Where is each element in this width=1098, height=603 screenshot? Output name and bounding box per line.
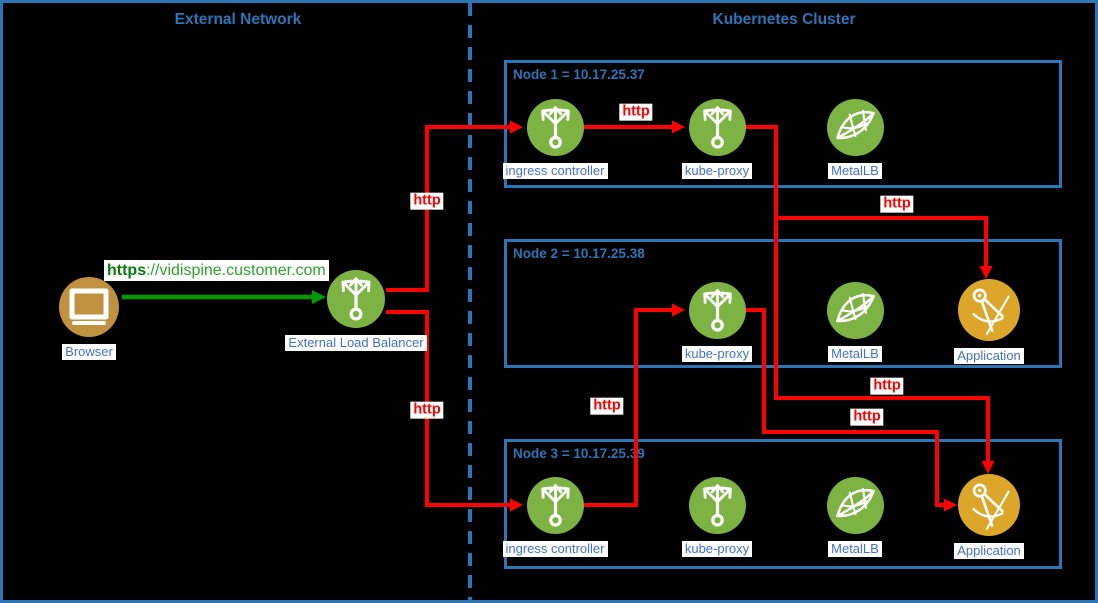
http-label: http <box>850 408 884 426</box>
icon-label: kube-proxy <box>681 541 753 558</box>
edge-ingress3-to-kubeproxy2 <box>584 303 685 507</box>
node2-title: Node 2 = 10.17.25.38 <box>513 246 645 261</box>
node3-application: Application <box>919 474 1059 560</box>
branch-arrow-icon <box>327 270 385 328</box>
icon-label: MetalLB <box>828 163 882 180</box>
node3-kube-proxy: kube-proxy <box>647 477 787 558</box>
node1-ingress-controller: ingress controller <box>485 99 625 180</box>
http-label: http <box>410 401 444 419</box>
http-label: http <box>590 397 624 415</box>
http-label: http <box>880 195 914 213</box>
node2-kube-proxy: kube-proxy <box>647 282 787 363</box>
edge-kubeproxy1-to-app-node3 <box>745 125 995 474</box>
icon-label: ingress controller <box>502 541 608 558</box>
branch-arrow-icon <box>688 99 746 156</box>
elb-label: External Load Balancer <box>285 335 427 352</box>
metallb-net-icon <box>826 99 884 156</box>
url-rest: ://vidispine.customer.com <box>146 262 326 279</box>
edge-kubeproxy2-to-app-node3 <box>745 308 957 512</box>
kubernetes-cluster-region-title: Kubernetes Cluster <box>712 11 856 28</box>
branch-arrow-icon <box>526 99 584 156</box>
branch-arrow-icon <box>688 282 746 339</box>
metallb-net-icon <box>826 477 884 534</box>
node1-metallb: MetalLB <box>785 99 925 180</box>
icon-label: Application <box>954 348 1024 365</box>
icon-label: Application <box>954 543 1024 560</box>
browser-label: Browser <box>62 344 116 361</box>
branch-arrow-icon <box>688 477 746 534</box>
node1-box: Node 1 = 10.17.25.37 <box>504 60 1062 188</box>
monitor-icon <box>59 277 119 337</box>
node2-box: Node 2 = 10.17.25.38 <box>504 239 1062 368</box>
icon-label: kube-proxy <box>681 346 753 363</box>
metallb-net-icon <box>826 282 884 339</box>
node1-kube-proxy: kube-proxy <box>647 99 787 180</box>
node2-application: Application <box>919 279 1059 365</box>
icon-label: MetalLB <box>828 346 882 363</box>
icon-label: ingress controller <box>502 163 608 180</box>
external-network-region-title: External Network <box>174 11 302 28</box>
url-label: https://vidispine.customer.com <box>104 260 329 282</box>
edge-kubeproxy1-to-app-node2 <box>776 216 993 279</box>
icon-label: kube-proxy <box>681 163 753 180</box>
http-label: http <box>870 377 904 395</box>
node3-ingress-controller: ingress controller <box>485 477 625 558</box>
url-scheme: https <box>107 262 147 279</box>
http-label: http <box>619 103 653 121</box>
browser-node: Browser <box>19 277 159 361</box>
connections-layer <box>122 3 995 600</box>
compass-icon <box>958 279 1020 341</box>
icon-label: MetalLB <box>828 541 882 558</box>
node2-metallb: MetalLB <box>785 282 925 363</box>
external-load-balancer-node: External Load Balancer <box>285 270 427 352</box>
http-label: http <box>410 192 444 210</box>
node1-title: Node 1 = 10.17.25.37 <box>513 67 645 82</box>
compass-icon <box>958 474 1020 536</box>
node3-metallb: MetalLB <box>785 477 925 558</box>
node3-title: Node 3 = 10.17.25.39 <box>513 446 645 461</box>
branch-arrow-icon <box>526 477 584 534</box>
